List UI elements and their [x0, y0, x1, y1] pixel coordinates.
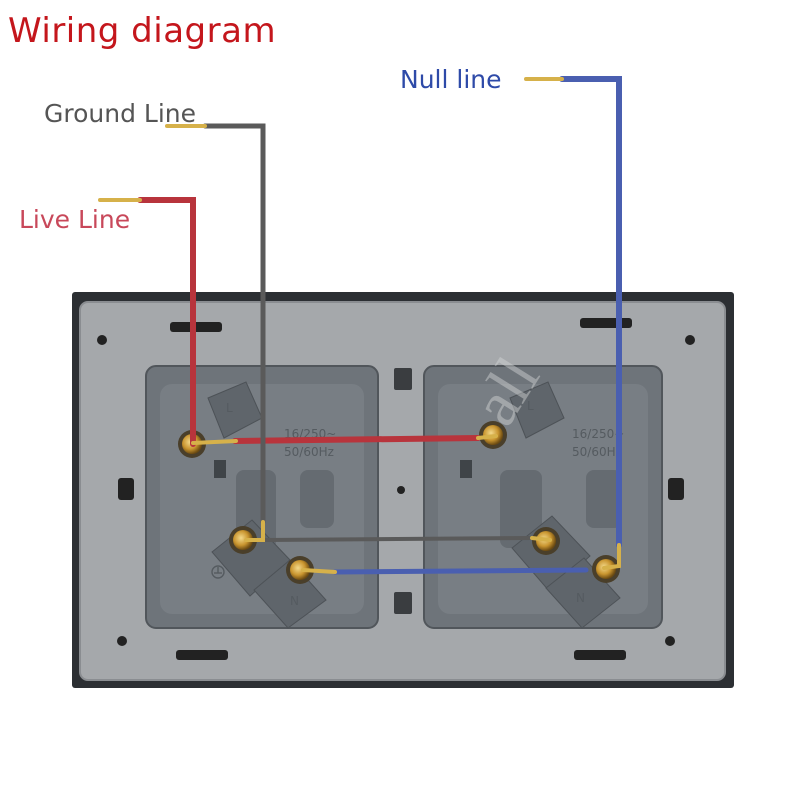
ground-line-label: Ground Line — [44, 99, 197, 128]
live-line-label: Live Line — [19, 205, 131, 234]
ground-wire — [165, 123, 552, 542]
diagram-title: Wiring diagram — [8, 11, 277, 51]
right-terminal-l-label: L — [527, 399, 534, 413]
right-rating-text: 16/250~ — [572, 427, 624, 441]
mounting-holes — [97, 318, 695, 660]
right-frequency-text: 50/60Hz — [572, 445, 622, 459]
live-wire — [98, 197, 498, 447]
null-wire — [301, 76, 622, 575]
right-terminal-n-label: N — [576, 591, 585, 605]
left-terminal-n-label: N — [290, 594, 299, 608]
left-terminal-l-label: L — [226, 401, 233, 415]
ground-symbol-icon — [211, 565, 225, 579]
null-line-label: Null line — [400, 65, 502, 94]
right-socket — [423, 365, 663, 629]
left-frequency-text: 50/60Hz — [284, 445, 334, 459]
